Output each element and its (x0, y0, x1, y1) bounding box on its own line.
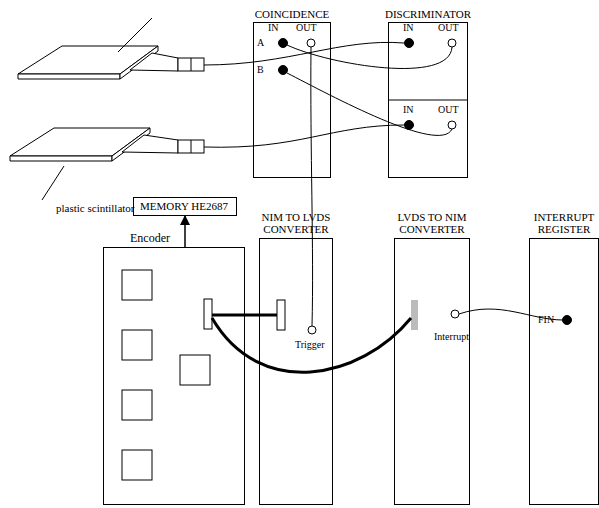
photomultiplier (178, 58, 204, 71)
module-heading: INTERRUPT REGISTER (518, 211, 599, 235)
leader-line (42, 166, 64, 200)
input-connector (405, 39, 414, 48)
lvds-cable (212, 318, 411, 372)
lvds-connector (411, 300, 418, 330)
signal-cable (184, 216, 186, 247)
signal-cable (287, 73, 452, 135)
signal-cable (204, 125, 404, 147)
module-slot (122, 270, 152, 300)
output-connector (307, 39, 315, 47)
module-slot (122, 450, 152, 480)
output-connector (448, 39, 456, 47)
lvds-connector (277, 300, 285, 330)
signal-cable (204, 42, 404, 65)
module-heading: MEMORY HE2687 (134, 198, 236, 215)
encoder-module: Encoder (103, 247, 245, 505)
module-heading: LVDS TO NIM CONVERTER (383, 211, 481, 235)
module-heading: Encoder (130, 232, 170, 244)
channel-label: A (257, 37, 264, 48)
module-slot (180, 355, 210, 385)
module-heading: NIM TO LVDS CONVERTER (248, 211, 344, 235)
signal-cable (311, 47, 313, 326)
module-heading: COINCIDENCE (255, 8, 330, 20)
port-label: IN (268, 22, 279, 33)
pmt-joint (191, 140, 192, 153)
interrupt-connector (451, 310, 459, 318)
leader-line (118, 18, 152, 52)
port-label: OUT (438, 104, 459, 115)
port-label: IN (403, 104, 414, 115)
channel-label: B (257, 64, 264, 75)
register-module: INTERRUPT REGISTER (529, 238, 599, 505)
port-label: IN (403, 22, 414, 33)
module-heading: DISCRIMINATOR (385, 8, 471, 20)
trigger-connector (308, 326, 316, 334)
signal-label: Interrupt (434, 331, 469, 342)
photomultiplier (178, 140, 204, 153)
scintillator-edge (10, 156, 112, 161)
light-guide (122, 135, 178, 153)
lvds-connector (204, 299, 212, 329)
input-connector (279, 66, 288, 75)
signal-cable (287, 45, 452, 68)
part-label: plastic scintillator (56, 202, 135, 214)
module-slot (122, 330, 152, 360)
nim-module: COINCIDENCE (253, 22, 331, 178)
converter-module: LVDS TO NIM CONVERTER (394, 238, 470, 505)
scintillator-edge (18, 74, 120, 79)
signal-label: Trigger (295, 339, 325, 350)
module-slot (122, 390, 152, 420)
signal-label: FIN (538, 314, 554, 325)
nim-module: DISCRIMINATOR (388, 22, 468, 178)
converter-module: NIM TO LVDS CONVERTER (259, 238, 333, 505)
output-connector (448, 121, 456, 129)
fin-connector (563, 316, 572, 325)
light-guide (130, 53, 178, 71)
port-label: OUT (438, 22, 459, 33)
channel-divider (388, 100, 468, 101)
pmt-joint (191, 58, 192, 71)
memory-box: MEMORY HE2687 (133, 197, 237, 216)
input-connector (279, 39, 288, 48)
port-label: OUT (296, 22, 317, 33)
